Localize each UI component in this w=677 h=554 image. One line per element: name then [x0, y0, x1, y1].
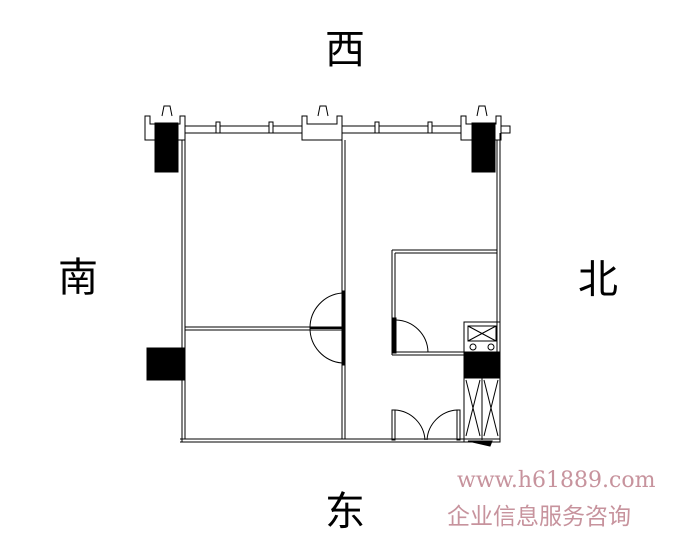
direction-east: 东	[325, 489, 365, 535]
bathroom	[391, 249, 497, 356]
column-kitchen	[463, 351, 501, 379]
column-top-right	[471, 122, 496, 173]
direction-north: 北	[578, 257, 618, 303]
watermark-url: www.h61889.com	[457, 468, 656, 493]
kitchen-counter	[463, 321, 501, 447]
top-pillar-caps	[144, 105, 502, 141]
entrance-double-door	[391, 409, 461, 441]
column-left-middle	[146, 347, 186, 381]
watermark-tagline: 企业信息服务咨询	[447, 504, 631, 530]
bedroom-doors	[309, 290, 346, 366]
direction-south: 南	[58, 255, 98, 301]
middle-wall	[185, 140, 346, 439]
column-top-left	[154, 122, 179, 173]
outer-walls	[180, 133, 501, 443]
direction-west: 西	[325, 27, 365, 73]
